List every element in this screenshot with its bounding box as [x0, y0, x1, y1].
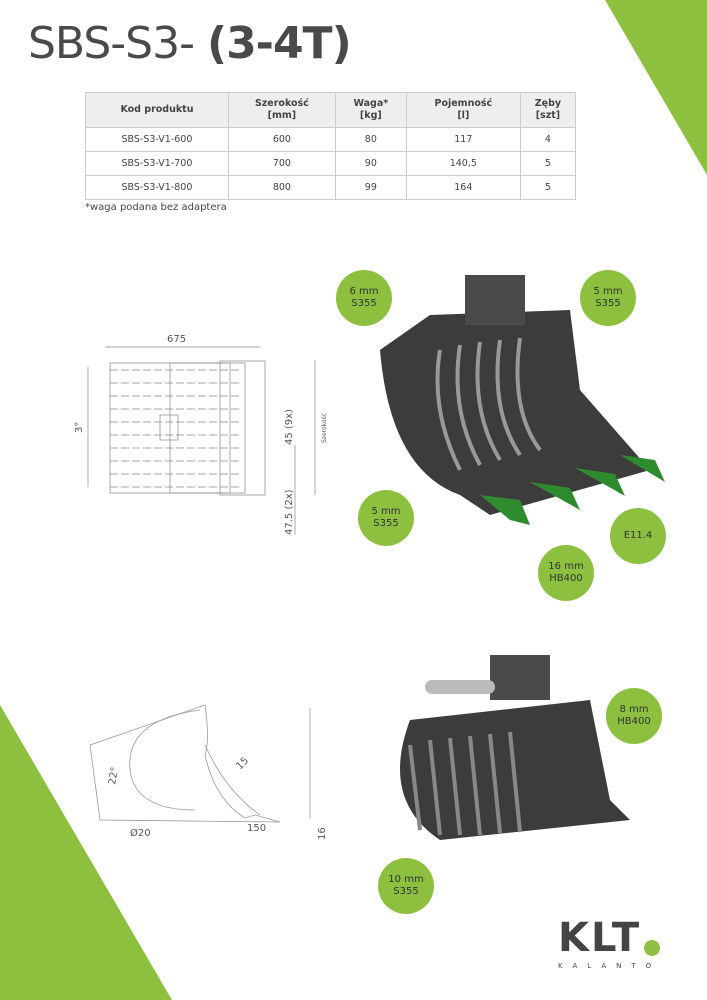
svg-text:3°: 3° [74, 422, 85, 433]
svg-text:Szerokość: Szerokość [321, 413, 328, 443]
bucket-render-rear [400, 655, 630, 840]
column-header: Zęby[szt] [519, 92, 577, 128]
column-header: Pojemność[l] [405, 92, 521, 128]
column-header: Waga*[kg] [334, 92, 407, 128]
material-callout: E11.4 [610, 508, 666, 564]
table-cell: 5 [519, 151, 577, 176]
svg-text:15: 15 [234, 755, 251, 772]
page-title: SBS-S3- (3-4T) [28, 18, 352, 69]
bucket-render-front [380, 275, 665, 525]
table-cell: 90 [334, 151, 407, 176]
logo-mark: KLT [558, 918, 661, 958]
table-cell: 5 [519, 175, 577, 200]
table-cell: 80 [334, 127, 407, 152]
table-cell: 4 [519, 127, 577, 152]
logo-text: KALANTO [558, 962, 662, 970]
table-cell: SBS-S3-V1-700 [85, 151, 229, 176]
table-cell: 700 [227, 151, 336, 176]
svg-text:47.5 (2x): 47.5 (2x) [284, 489, 295, 535]
svg-text:45 (9x): 45 (9x) [284, 409, 295, 445]
table-cell: 140,5 [405, 151, 521, 176]
column-header: Kod produktu [85, 92, 229, 128]
table-cell: 800 [227, 175, 336, 200]
table-cell: 117 [405, 127, 521, 152]
table-cell: SBS-S3-V1-800 [85, 175, 229, 200]
table-cell: 600 [227, 127, 336, 152]
svg-text:16: 16 [317, 827, 325, 840]
svg-text:675: 675 [167, 334, 186, 345]
table-cell: 164 [405, 175, 521, 200]
svg-text:22°: 22° [107, 766, 121, 785]
table-cell: SBS-S3-V1-600 [85, 127, 229, 152]
side-view-drawing: 22° 15 474 Ø20 150 16 [89, 704, 325, 840]
column-header: Szerokość[mm] [227, 92, 336, 128]
table-cell: 99 [334, 175, 407, 200]
svg-text:Ø20: Ø20 [130, 827, 151, 839]
logo-dot [644, 940, 660, 956]
kalanto-logo: KLT KALANTO [558, 918, 661, 970]
svg-text:150: 150 [247, 823, 266, 834]
top-view-drawing: 675 3° 45 (9x) 47.5 (2x) Szerokość [74, 334, 328, 535]
footnote: *waga podana bez adaptera [85, 202, 227, 213]
